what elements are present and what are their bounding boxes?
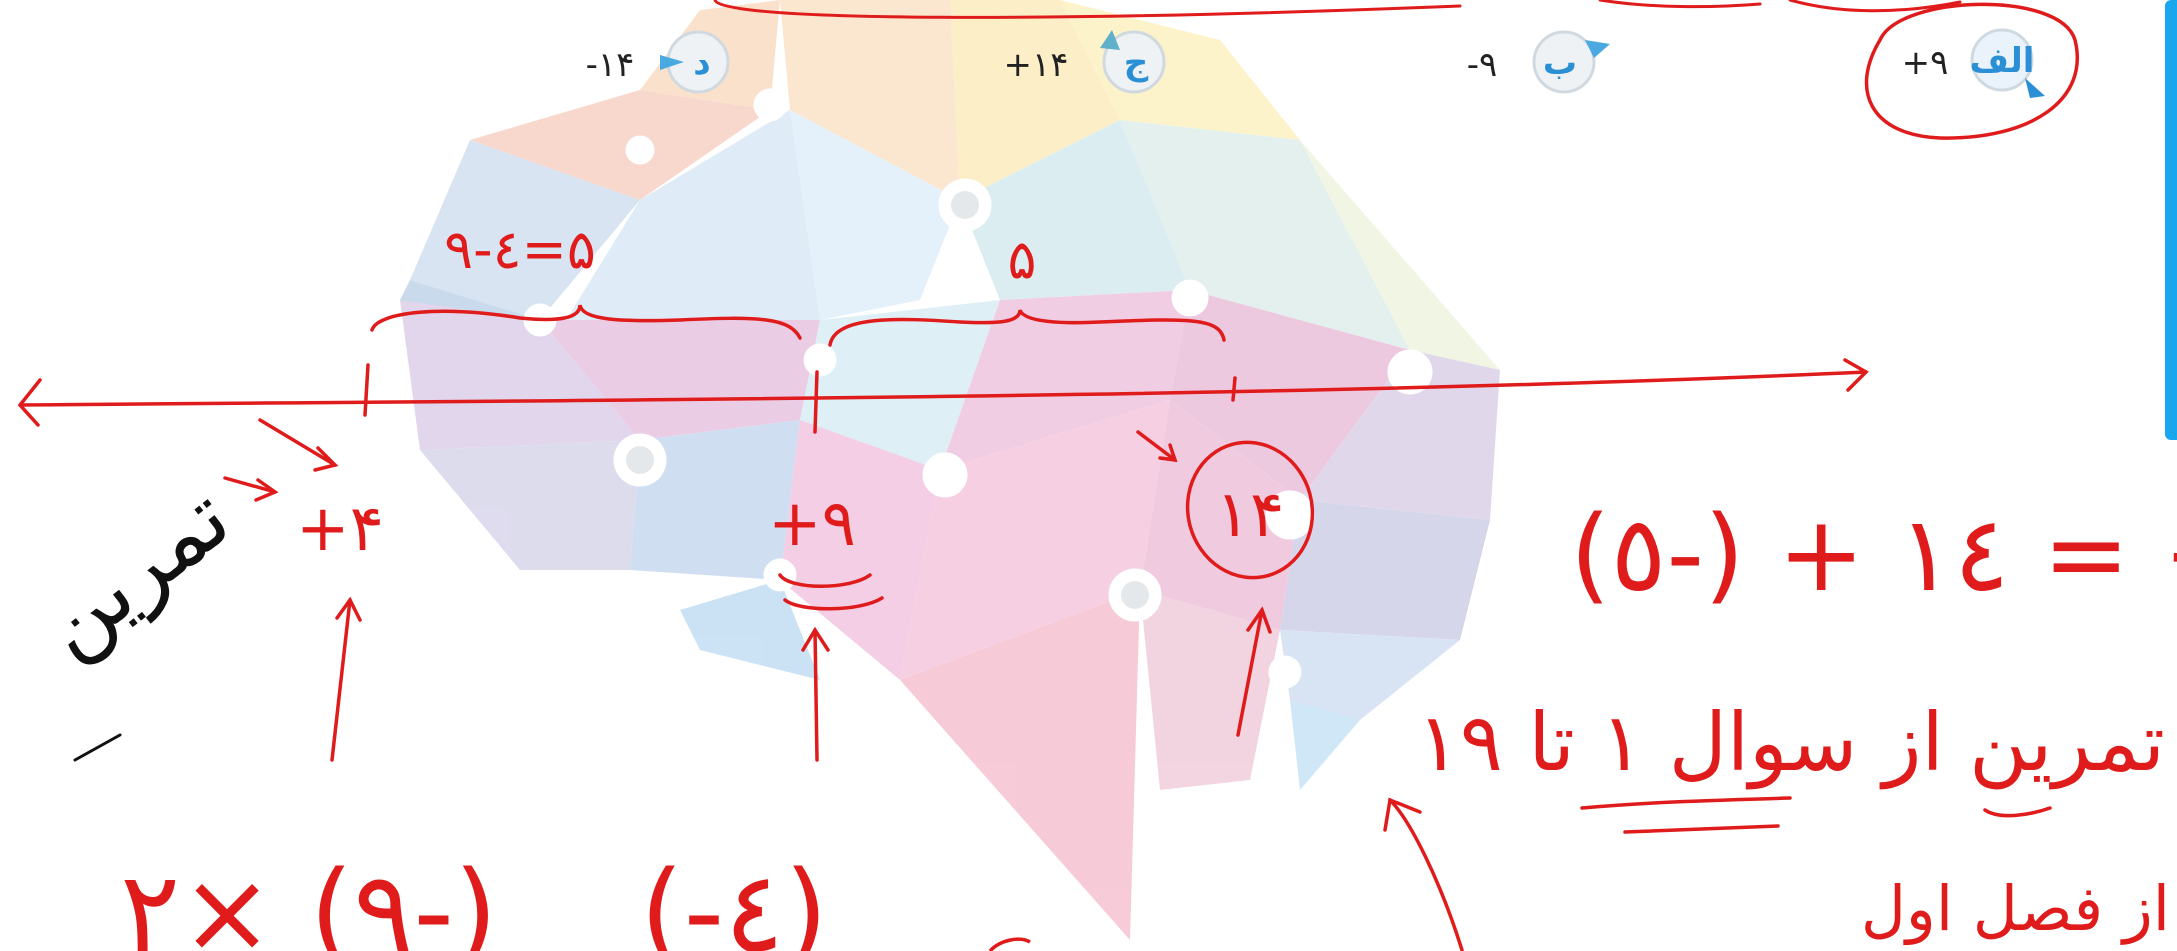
option-value: -۱۴: [586, 45, 635, 85]
bottom-mid-expression: (-٤): [640, 848, 828, 951]
svg-text:تمرین: تمرین: [21, 468, 248, 676]
left-margin-note: تمرین: [21, 468, 248, 760]
side-scrollbar[interactable]: [2165, 0, 2177, 440]
option-value: +۹: [1902, 43, 1949, 83]
option-letter: ج: [1124, 43, 1149, 83]
brain-watermark: [400, 0, 1500, 940]
equation: ١٤ + (-٥) = +۹: [1570, 493, 2177, 615]
brace-left-label: ۹-٤=۵: [444, 218, 596, 281]
homework-underline: [1582, 798, 2050, 832]
homework-sub: از فصل اول: [1861, 872, 2170, 945]
option-value: -۹: [1467, 45, 1498, 85]
option-be[interactable]: ب -۹: [1467, 32, 1610, 92]
option-letter: ب: [1543, 43, 1577, 83]
point-label-a: +۴: [296, 492, 384, 566]
option-alef[interactable]: الف +۹: [1902, 30, 2045, 98]
homework-line: تمرین از سوال ۱ تا ۱۹: [1417, 696, 2165, 790]
arrow-icon: [2025, 78, 2045, 98]
option-letter: الف: [1970, 41, 2035, 81]
option-value: +۱۴: [1003, 45, 1068, 85]
point-label-c: ۱۴: [1216, 478, 1285, 552]
option-letter: د: [693, 43, 710, 83]
bottom-left-expression: ۲× (۹-): [120, 848, 498, 951]
point-label-b: +۹: [768, 487, 856, 561]
brace-right-label: ۵: [1007, 228, 1036, 291]
bottom-stroke: [990, 939, 1030, 951]
